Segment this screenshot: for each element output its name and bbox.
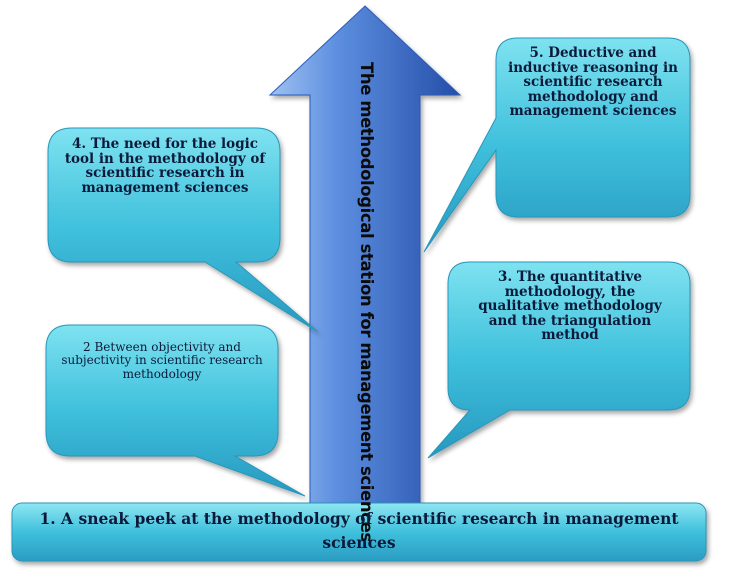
arrow-label: The methodological station for managemen… (357, 62, 376, 542)
bubble-5-shape (423, 37, 691, 253)
bottom-bar-shape (11, 502, 707, 562)
box-1-text: 1. A sneak peek at the methodology of sc… (39, 509, 679, 553)
bubble-2-shape (45, 324, 306, 497)
box-2-text: 2 Between objectivity and subjectivity i… (61, 340, 263, 381)
box-5-text: 5. Deductive and inductive reasoning in … (508, 45, 678, 120)
box-3-text: 3. The quantitative methodology, the qua… (478, 269, 662, 344)
box-4-text: 4. The need for the logic tool in the me… (64, 136, 266, 196)
arrow-label-container: The methodological station for managemen… (356, 62, 376, 542)
bubble-3-shape (427, 261, 691, 459)
bubble-4-shape (47, 127, 319, 333)
